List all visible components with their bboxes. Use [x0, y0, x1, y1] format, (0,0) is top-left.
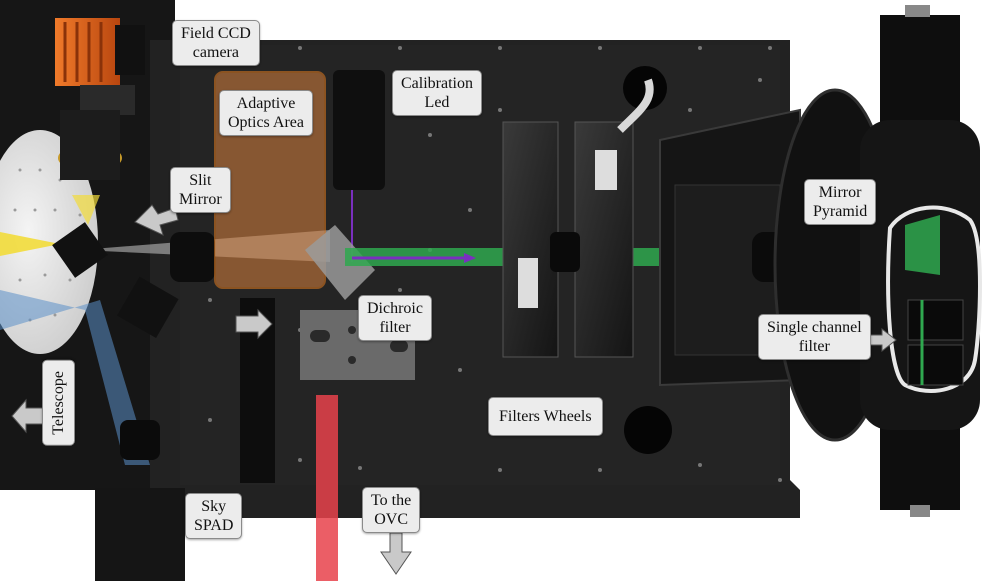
left-arrow-icon [134, 204, 179, 236]
adaptive-optics-label: Adaptive Optics Area [219, 90, 313, 136]
adaptive-optics-line-2: Optics Area [228, 114, 304, 131]
to-the-ovc-label: To the OVC [362, 487, 421, 533]
filters-wheels-text: Filters Wheels [499, 408, 592, 425]
field-ccd-camera [55, 18, 145, 180]
single-channel-line-1: Single channel [767, 319, 862, 336]
sky-spad-line-1: Sky [201, 498, 227, 515]
slit-mirror-line-2: Mirror [179, 191, 222, 208]
telescope-text: Telescope [50, 371, 67, 435]
field-ccd-line-1: Field CCD [181, 25, 251, 42]
slit-mirror-label: Slit Mirror [170, 167, 231, 213]
mirror-pyramid-line-2: Pyramid [813, 203, 868, 220]
mirror-pyramid-label: Mirror Pyramid [804, 179, 877, 225]
single-channel-filter-label: Single channel filter [758, 314, 871, 360]
red-beam [316, 395, 338, 581]
pyramid-highlight [886, 205, 982, 393]
telescope-label: Telescope [42, 360, 75, 446]
to-the-ovc-line-2: OVC [374, 511, 408, 528]
calibration-led-label: Calibration Led [392, 70, 482, 116]
calibration-led-line-2: Led [424, 94, 450, 111]
dichroic-filter-line-2: filter [379, 319, 411, 336]
calibration-led-line-1: Calibration [401, 75, 473, 92]
adaptive-optics-line-1: Adaptive [236, 95, 296, 112]
mirror-pyramid-line-1: Mirror [818, 184, 862, 201]
slit-mirror-line-1: Slit [189, 172, 212, 189]
sky-spad-label: Sky SPAD [185, 493, 243, 539]
dichroic-filter-line-1: Dichroic [367, 300, 423, 317]
calibration-led [333, 70, 385, 190]
single-channel-line-2: filter [798, 338, 830, 355]
field-ccd-line-2: camera [192, 44, 239, 61]
filter-wheels [502, 121, 634, 358]
sky-spad-line-2: SPAD [194, 517, 234, 534]
right-arrow-icon [235, 308, 273, 340]
down-arrow-icon [380, 532, 412, 575]
sky-spad-detector [95, 488, 185, 581]
to-the-ovc-line-1: To the [371, 492, 412, 509]
dichroic-filter-label: Dichroic filter [358, 295, 432, 341]
field-ccd-camera-label: Field CCD camera [172, 20, 260, 66]
filters-wheels-label: Filters Wheels [488, 397, 603, 436]
